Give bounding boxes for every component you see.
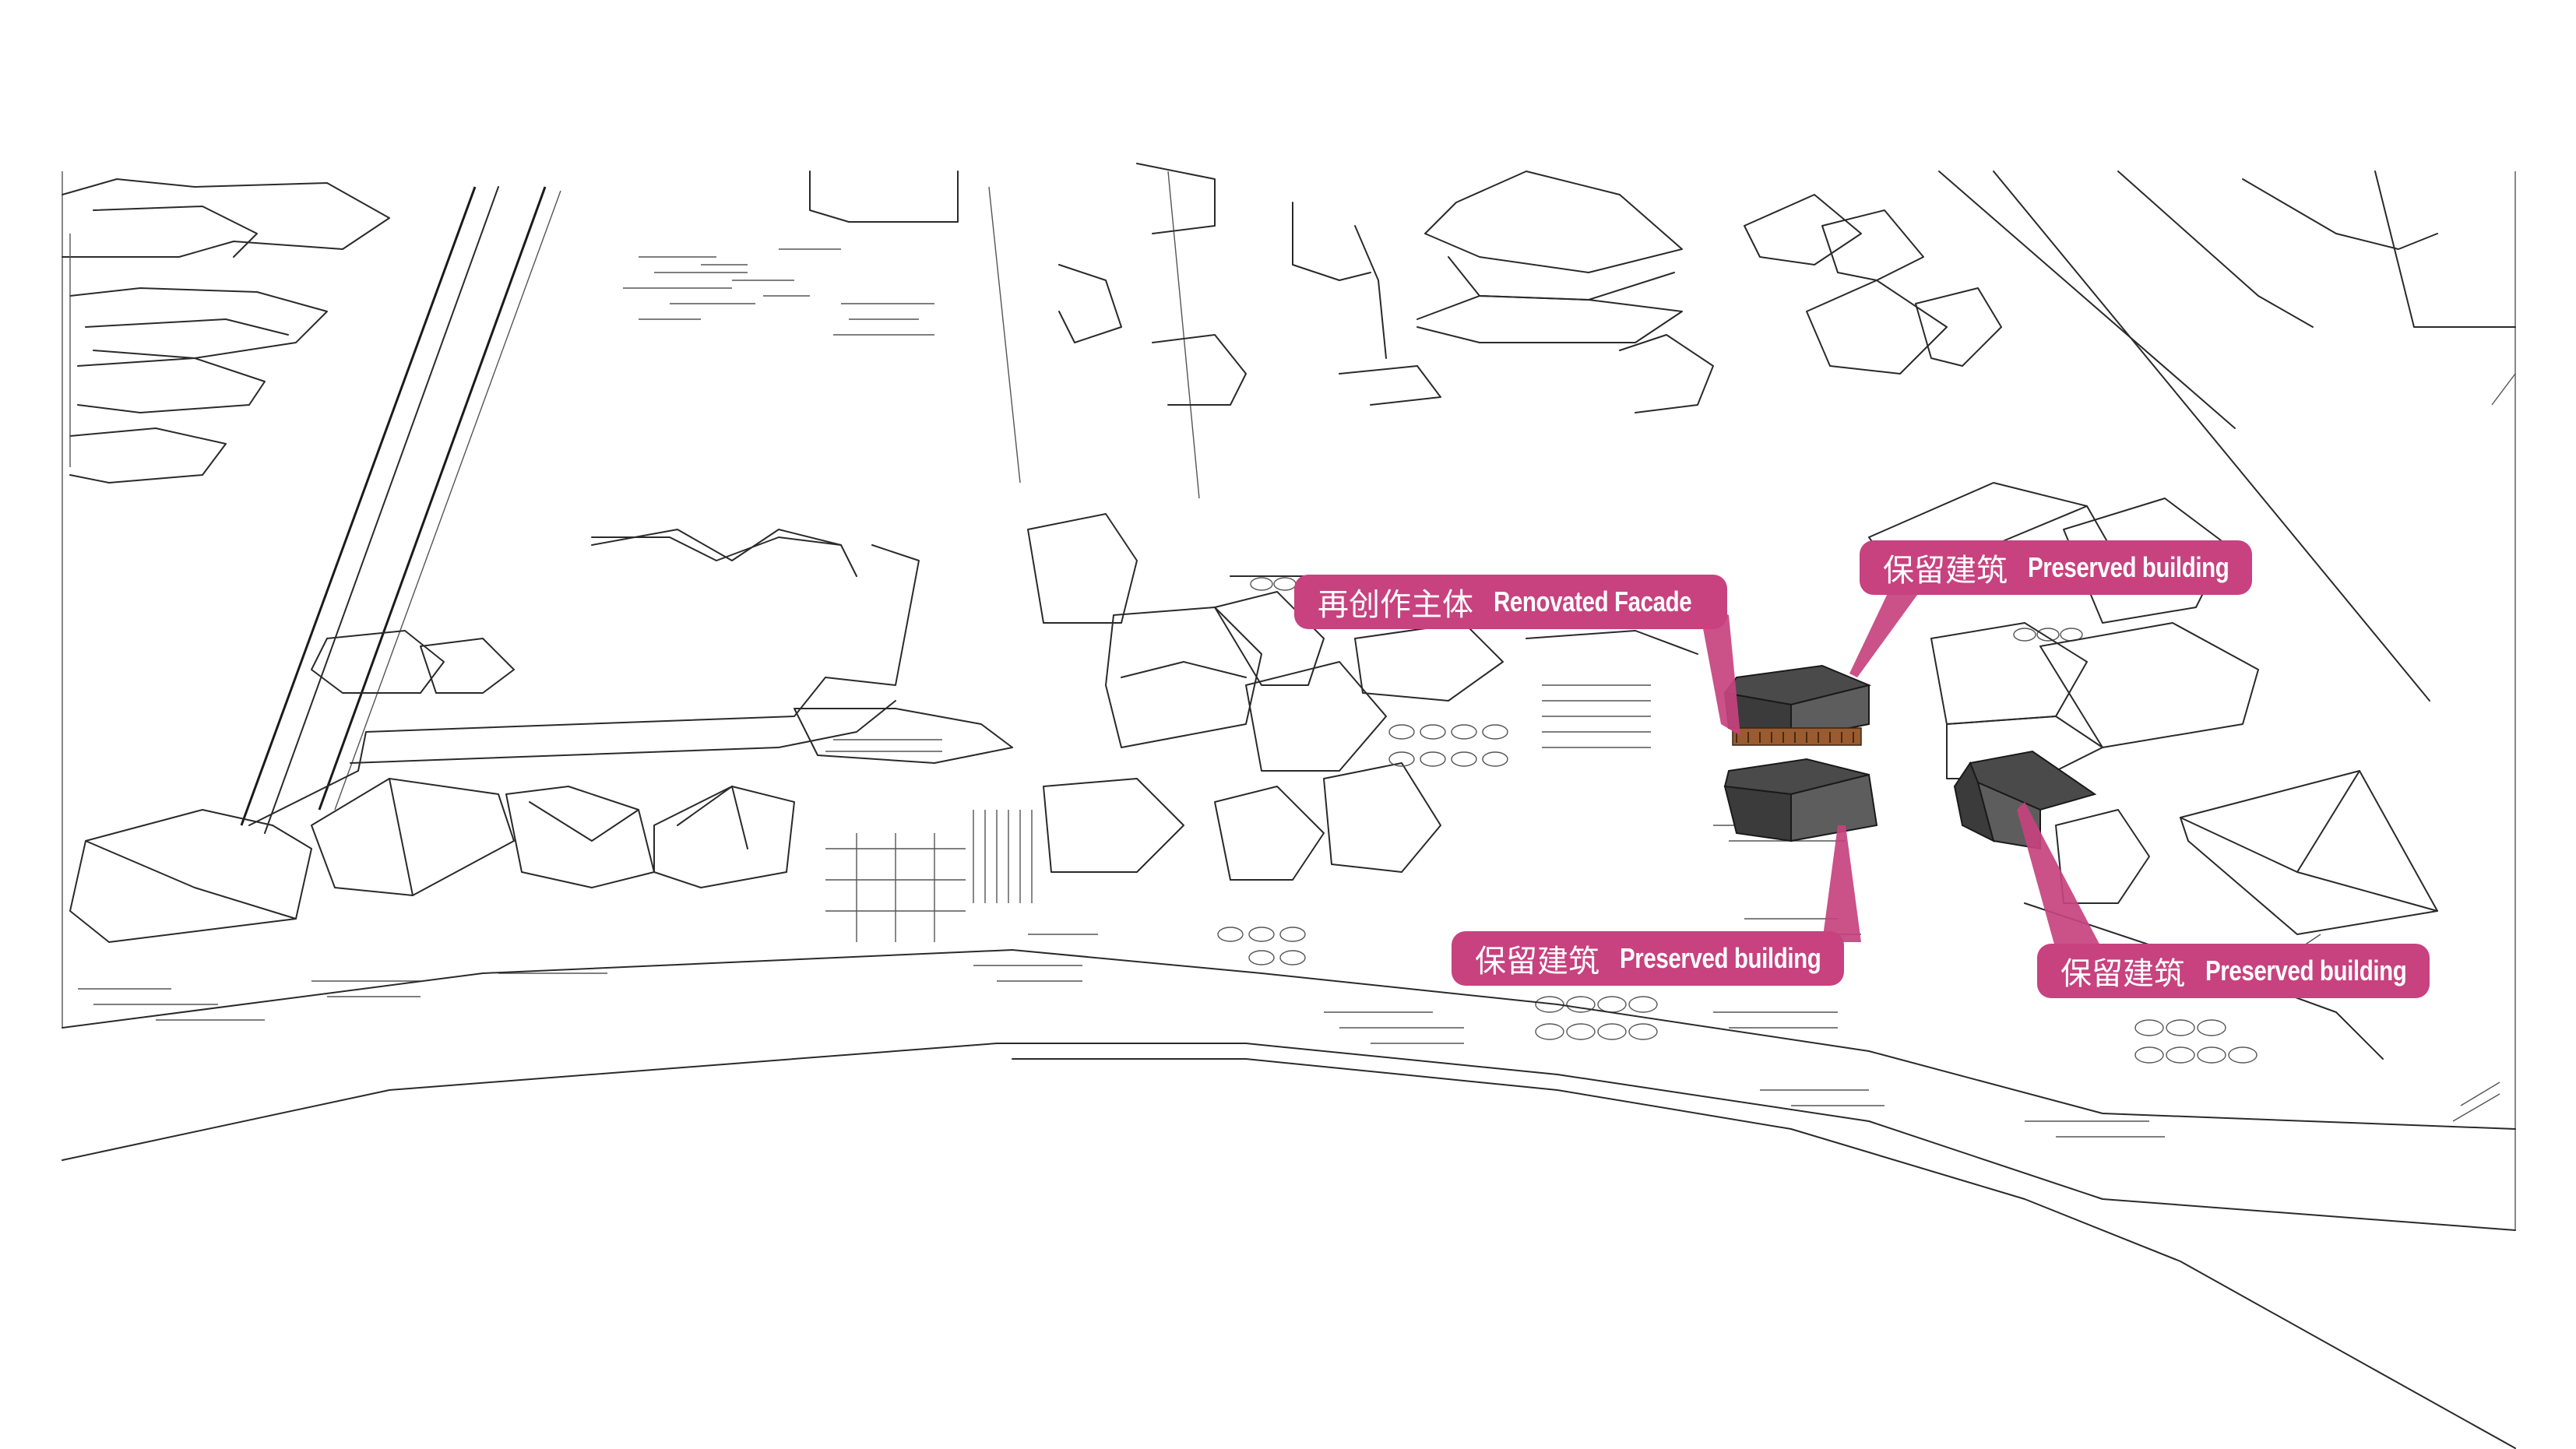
top-center-hatches [591, 171, 1200, 577]
pointer-preserved-bottom-left [1822, 825, 1861, 942]
label-preserved-bottom-left: 保留建筑 Preserved building [1452, 931, 1844, 986]
river [62, 949, 2516, 1449]
label-preserved-bottom-right: 保留建筑 Preserved building [2037, 944, 2430, 998]
label-preserved-bottom-left-zh: 保留建筑 [1475, 944, 1599, 979]
lower-left-roofs [69, 778, 1033, 943]
temple-complex [1058, 163, 1714, 413]
highlighted-buildings [1723, 664, 2097, 850]
diagonal-road [240, 186, 561, 834]
label-pointers [1698, 592, 2103, 950]
top-left-blocks [62, 178, 390, 484]
label-preserved-top: 保留建筑 Preserved building [1860, 540, 2252, 595]
label-renovated-zh: 再创作主体 [1318, 587, 1473, 623]
label-preserved-top-en: Preserved building [2028, 551, 2229, 583]
tree-circles [1217, 577, 2258, 1064]
label-preserved-bottom-left-en: Preserved building [1620, 942, 1821, 974]
mid-left-courtyards [311, 630, 1013, 764]
sketch-frame [62, 171, 2516, 1230]
left-plaza [248, 536, 920, 826]
label-preserved-top-zh: 保留建筑 [1883, 553, 2008, 589]
pointer-renovated [1698, 600, 1740, 736]
renovated-facade [1732, 727, 1862, 746]
label-renovated-en: Renovated Facade [1494, 586, 1692, 617]
pointer-preserved-bottom-right [2017, 802, 2103, 950]
pointer-preserved-top [1849, 592, 1920, 677]
label-renovated-facade: 再创作主体 Renovated Facade [1294, 575, 1727, 629]
label-preserved-bottom-right-zh: 保留建筑 [2060, 956, 2185, 992]
top-right-blocks [1744, 171, 2516, 702]
label-preserved-bottom-right-en: Preserved building [2205, 955, 2407, 987]
central-cluster [1027, 513, 1698, 881]
